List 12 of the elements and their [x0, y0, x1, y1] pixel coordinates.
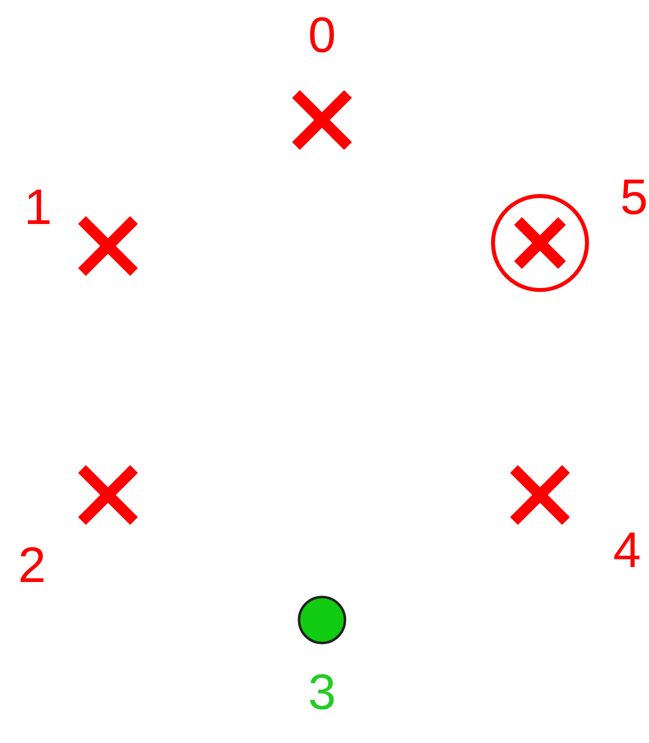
marker-number: 3 — [308, 667, 336, 717]
marker-number: 0 — [308, 10, 336, 60]
cross-marker — [76, 463, 140, 527]
marker-number: 5 — [620, 172, 648, 222]
marker-number: 2 — [18, 540, 46, 590]
cross-marker — [76, 214, 140, 278]
cross-marker — [508, 463, 572, 527]
cross-marker — [290, 88, 354, 152]
circled-cross-marker — [490, 193, 590, 293]
marker-number: 1 — [24, 182, 52, 232]
marker-number: 4 — [613, 525, 641, 575]
dot-marker — [297, 595, 347, 645]
